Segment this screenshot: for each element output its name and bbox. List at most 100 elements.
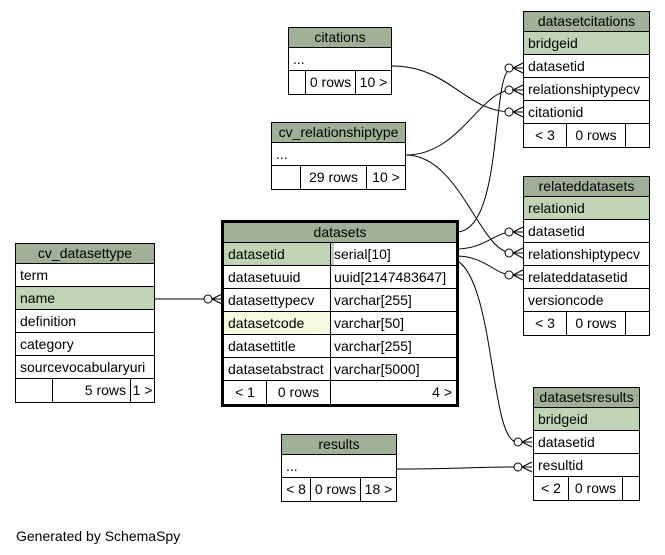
edge-datasetcitations-datasetid-datasets [455,67,513,233]
row-count: 0 rows [305,71,355,94]
column-row[interactable]: category [16,333,154,356]
row-count: 0 rows [566,124,625,147]
row-count: 0 rows [566,312,625,335]
table-results[interactable]: results ... < 8 0 rows 18 > [281,434,397,502]
table-cv_relationshiptype[interactable]: cv_relationshiptype ... 29 rows 10 > [271,122,406,190]
child-count: 10 > [366,166,405,189]
column-row[interactable]: relationshiptypecv [524,243,649,266]
column-divider [330,243,331,265]
child-count [625,124,649,147]
table-title[interactable]: datasets [224,223,456,243]
crowfoot-marker [512,106,524,118]
parent-count [272,166,300,189]
column-row[interactable]: citationid [524,101,649,124]
optional-marker [504,85,514,95]
table-title[interactable]: datasetcitations [524,12,649,32]
table-footer: < 3 0 rows [524,312,649,335]
column-row[interactable]: datasetuuid uuid[2147483647] [224,266,456,289]
generated-by-caption: Generated by SchemaSpy [16,528,181,544]
column-row[interactable]: bridgeid [534,408,639,431]
column-name: datasetuuid [228,269,301,285]
child-count: 10 > [355,71,391,94]
row-count: 0 rows [310,478,360,501]
column-name: bridgeid [538,411,588,427]
column-type: serial[10] [334,243,456,265]
column-row[interactable]: datasetid [524,55,649,78]
table-relateddatasets[interactable]: relateddatasets relationid datasetid rel… [523,176,650,336]
column-row[interactable]: bridgeid [524,32,649,55]
table-datasets[interactable]: datasets datasetid serial[10] datasetuui… [221,220,459,407]
column-row[interactable]: datasetid [534,431,639,454]
column-row[interactable]: relationshiptypecv [524,78,649,101]
column-row[interactable]: versioncode [524,289,649,312]
crowfoot-marker [521,461,533,473]
column-row[interactable]: sourcevocabularyuri [16,356,154,379]
table-footer: < 1 0 rows 4 > [224,381,456,404]
parent-count: < 2 [541,480,561,496]
table-footer: < 2 0 rows [534,477,639,500]
column-type: varchar[5000] [334,361,420,377]
table-title[interactable]: results [282,435,396,455]
parent-count: < 1 [235,384,255,400]
parent-count: < 3 [535,127,555,143]
column-row[interactable]: datasettypecv varchar[255] [224,289,456,312]
table-title[interactable]: relateddatasets [524,177,649,197]
table-title[interactable]: datasetsresults [534,388,639,408]
edge-datasetcitations-citationid-citations [391,65,513,113]
column-name: relationid [528,200,585,216]
optional-marker [203,294,213,304]
table-citations[interactable]: citations ... 0 rows 10 > [288,27,392,95]
column-divider [330,335,331,357]
column-row[interactable]: datasetid serial[10] [224,243,456,266]
table-datasetcitations[interactable]: datasetcitations bridgeid datasetid rela… [523,11,650,148]
column-name: ... [293,51,305,67]
column-row[interactable]: resultid [534,454,639,477]
column-row[interactable]: name [16,287,154,310]
column-row[interactable]: definition [16,310,154,333]
table-title[interactable]: citations [289,28,391,48]
optional-marker [504,248,514,258]
row-count: 0 rows [266,381,330,404]
column-name: bridgeid [528,35,578,51]
column-row[interactable]: relationid [524,197,649,220]
table-footer: 29 rows 10 > [272,166,405,189]
table-title[interactable]: cv_relationshiptype [272,123,405,143]
parent-count: < 3 [535,315,555,331]
row-count: 0 rows [568,477,622,500]
column-divider [330,312,331,334]
edge-relateddatasets-relationshiptypecv-cv_relationshiptype [405,154,513,254]
column-name: datasetid [228,246,285,262]
table-footer: 5 rows 1 > [16,379,154,402]
crowfoot-marker [512,226,524,238]
optional-marker [504,107,514,117]
column-row[interactable]: term [16,264,154,287]
parent-count [16,379,52,402]
optional-marker [513,437,523,447]
column-row[interactable]: relateddatasetid [524,266,649,289]
column-row[interactable]: datasetabstract varchar[5000] [224,358,456,381]
child-count: 18 > [360,478,396,501]
column-row: ... [272,143,405,166]
edge-datasetsresults-resultid-results [396,466,518,470]
column-row[interactable]: datasettitle varchar[255] [224,335,456,358]
optional-marker [513,462,523,472]
column-row[interactable]: datasetid [524,220,649,243]
child-count [622,477,639,500]
table-datasetsresults[interactable]: datasetsresults bridgeid datasetid resul… [533,387,640,501]
column-name: definition [20,313,77,329]
crowfoot-marker [512,269,524,281]
column-name: resultid [538,457,584,473]
table-title[interactable]: cv_datasettype [16,244,154,264]
column-name: category [20,336,74,352]
edge-datasetsresults-datasetid-datasets [455,259,518,443]
table-footer: 0 rows 10 > [289,71,391,94]
table-cv_datasettype[interactable]: cv_datasettype term name definition cate… [15,243,155,403]
child-count: 1 > [130,379,154,402]
column-name: datasettitle [228,338,296,354]
row-count: 29 rows [300,166,366,189]
optional-marker [504,270,514,280]
column-row[interactable]: datasetcode varchar[50] [224,312,456,335]
column-type: varchar[255] [334,338,412,354]
edge-relateddatasets-datasetid-datasets [455,231,513,250]
